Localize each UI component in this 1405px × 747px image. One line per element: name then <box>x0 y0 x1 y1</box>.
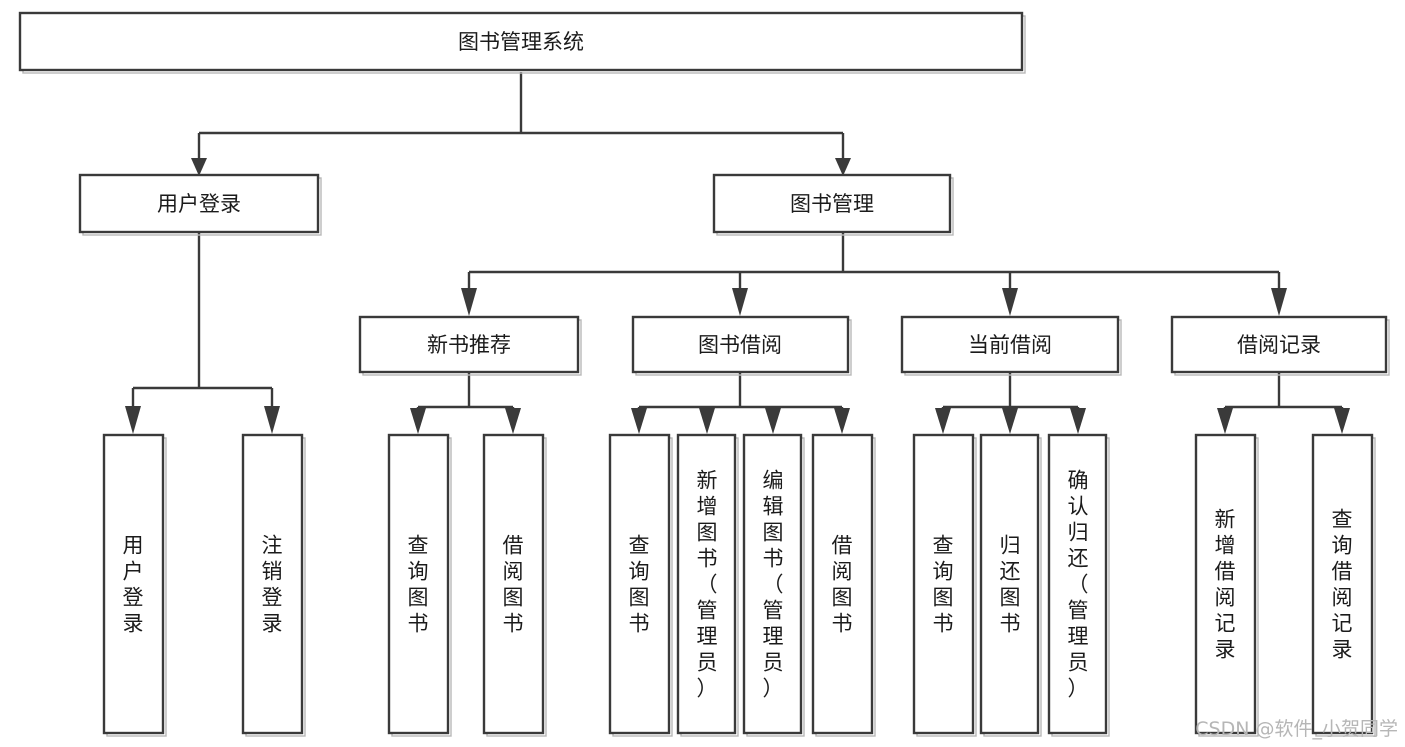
leaf-query-book-1-label: 查询图书 <box>408 533 429 635</box>
node-leaf-confirm-return[interactable]: 确认归还（管理员） <box>1047 433 1110 737</box>
node-current-borrow[interactable]: 当前借阅 <box>900 315 1122 376</box>
arrow-to-leaf-query-book-2 <box>631 408 647 434</box>
leaf-edit-book-label: 编辑图书（管理员） <box>763 468 784 700</box>
leaf-query-book-1-box <box>387 433 450 735</box>
node-user-login[interactable]: 用户登录 <box>78 173 322 236</box>
root-label: 图书管理系统 <box>458 30 584 54</box>
csdn-watermark: CSDN @软件_小贺同学 <box>1195 718 1398 740</box>
root-box <box>18 11 1024 72</box>
book-manage-box <box>712 173 952 234</box>
leaf-logout-login-label: 注销登录 <box>262 533 283 635</box>
leaf-borrow-book-1-label: 借阅图书 <box>503 533 524 635</box>
arrow-to-new-book-recommend <box>461 288 477 316</box>
borrow-record-label: 借阅记录 <box>1237 333 1321 357</box>
arrow-to-leaf-query-book-1 <box>410 408 426 434</box>
arrow-to-leaf-confirm-return <box>1070 408 1086 434</box>
node-new-book-recommend[interactable]: 新书推荐 <box>358 315 582 376</box>
arrow-to-leaf-edit-book <box>765 408 781 434</box>
node-leaf-return-book[interactable]: 归还图书 <box>979 433 1042 737</box>
node-leaf-query-record[interactable]: 查询借阅记录 <box>1311 433 1376 737</box>
node-book-borrow[interactable]: 图书借阅 <box>631 315 852 376</box>
connectors-layer <box>125 72 1350 434</box>
leaf-borrow-book-1-box <box>482 433 545 735</box>
leaf-edit-book-box <box>742 433 803 735</box>
arrow-to-user-login <box>191 158 207 176</box>
current-borrow-label: 当前借阅 <box>968 333 1052 357</box>
leaf-query-book-2-label: 查询图书 <box>629 533 650 635</box>
leaf-add-book-box <box>676 433 737 735</box>
leaf-add-record-label: 新增借阅记录 <box>1215 507 1236 661</box>
leaf-user-login-box <box>102 433 165 735</box>
arrow-to-leaf-add-record <box>1217 408 1233 434</box>
node-book-manage[interactable]: 图书管理 <box>712 173 954 236</box>
arrow-to-leaf-query-book-3 <box>935 408 951 434</box>
arrow-to-leaf-query-record <box>1334 408 1350 434</box>
new-book-box <box>358 315 580 374</box>
leaf-confirm-return-box <box>1047 433 1108 735</box>
leaf-query-record-label: 查询借阅记录 <box>1332 507 1353 661</box>
leaf-return-book-box <box>979 433 1040 735</box>
node-root-system[interactable]: 图书管理系统 <box>18 11 1026 74</box>
leaf-add-record-box <box>1194 433 1257 735</box>
arrow-to-borrow-record <box>1271 288 1287 316</box>
node-leaf-query-book-2[interactable]: 查询图书 <box>608 433 673 737</box>
leaf-return-book-label: 归还图书 <box>1000 533 1021 635</box>
leaf-borrow-book-2-label: 借阅图书 <box>832 533 853 635</box>
node-leaf-borrow-book-1[interactable]: 借阅图书 <box>482 433 547 737</box>
arrow-to-leaf-user-login <box>125 406 141 434</box>
node-leaf-borrow-book-2[interactable]: 借阅图书 <box>811 433 876 737</box>
arrow-to-leaf-return-book <box>1002 408 1018 434</box>
node-leaf-add-record[interactable]: 新增借阅记录 <box>1194 433 1259 737</box>
node-borrow-record[interactable]: 借阅记录 <box>1170 315 1390 376</box>
leaf-user-login-label: 用户登录 <box>123 533 144 635</box>
arrow-to-leaf-borrow-book-1 <box>505 408 521 434</box>
borrow-record-box <box>1170 315 1388 374</box>
arrow-to-leaf-logout-login <box>264 406 280 434</box>
book-borrow-label: 图书借阅 <box>698 333 782 357</box>
user-login-box <box>78 173 320 234</box>
node-leaf-logout-login[interactable]: 注销登录 <box>241 433 306 737</box>
node-leaf-edit-book[interactable]: 编辑图书（管理员） <box>742 433 805 737</box>
node-leaf-query-book-1[interactable]: 查询图书 <box>387 433 452 737</box>
node-leaf-user-login[interactable]: 用户登录 <box>102 433 167 737</box>
node-leaf-query-book-3[interactable]: 查询图书 <box>912 433 977 737</box>
arrow-to-book-manage <box>835 158 851 176</box>
arrow-to-leaf-add-book <box>699 408 715 434</box>
book-borrow-box <box>631 315 850 374</box>
leaf-query-book-3-box <box>912 433 975 735</box>
leaf-borrow-book-2-box <box>811 433 874 735</box>
node-leaf-add-book[interactable]: 新增图书（管理员） <box>676 433 739 737</box>
new-book-recommend-label: 新书推荐 <box>427 333 511 357</box>
leaf-query-record-box <box>1311 433 1374 735</box>
arrow-to-leaf-borrow-book-2 <box>834 408 850 434</box>
leaf-add-book-label: 新增图书（管理员） <box>697 468 718 700</box>
user-login-label: 用户登录 <box>157 192 241 216</box>
leaf-query-book-2-box <box>608 433 671 735</box>
arrow-to-book-borrow <box>732 288 748 316</box>
leaf-query-book-3-label: 查询图书 <box>933 533 954 635</box>
leaf-logout-login-box <box>241 433 304 735</box>
arrow-to-current-borrow <box>1002 288 1018 316</box>
book-manage-label: 图书管理 <box>790 192 874 216</box>
leaf-confirm-return-label: 确认归还（管理员） <box>1068 468 1089 700</box>
current-borrow-box <box>900 315 1120 374</box>
